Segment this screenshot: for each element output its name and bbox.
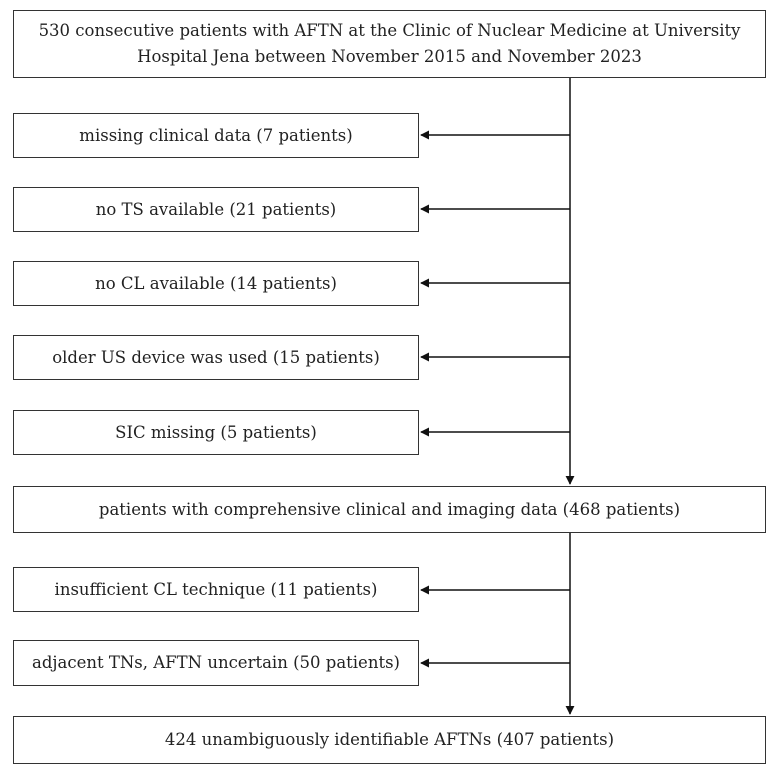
exclusion-box-insufficient-cl: insufficient CL technique (11 patients) (13, 567, 419, 612)
exclusion-label: SIC missing (5 patients) (115, 422, 317, 442)
final-cohort-label: 424 unambiguously identifiable AFTNs (40… (164, 730, 615, 749)
exclusion-label: no TS available (21 patients) (95, 199, 337, 219)
exclusion-box-no-ts: no TS available (21 patients) (13, 187, 419, 232)
exclusion-label: adjacent TNs, AFTN uncertain (50 patient… (32, 653, 400, 672)
cohort-line-1: 530 consecutive patients with AFTN at th… (38, 21, 741, 40)
cohort-line-2: Hospital Jena between November 2015 and … (137, 47, 642, 66)
final-cohort-box: 424 unambiguously identifiable AFTNs (40… (13, 716, 766, 764)
cohort-box: 530 consecutive patients with AFTN at th… (13, 10, 766, 78)
exclusion-box-older-us-device: older US device was used (15 patients) (13, 335, 419, 380)
exclusion-box-sic-missing: SIC missing (5 patients) (13, 410, 419, 455)
exclusion-box-adjacent-tns: adjacent TNs, AFTN uncertain (50 patient… (13, 640, 419, 686)
exclusion-label: missing clinical data (7 patients) (79, 125, 353, 145)
exclusion-label: no CL available (14 patients) (95, 273, 337, 293)
exclusion-label: older US device was used (15 patients) (52, 347, 380, 367)
exclusion-box-no-cl: no CL available (14 patients) (13, 261, 419, 306)
comprehensive-data-box: patients with comprehensive clinical and… (13, 486, 766, 533)
comprehensive-data-label: patients with comprehensive clinical and… (98, 499, 681, 519)
exclusion-label: insufficient CL technique (11 patients) (54, 579, 378, 599)
exclusion-box-missing-clinical-data: missing clinical data (7 patients) (13, 113, 419, 158)
